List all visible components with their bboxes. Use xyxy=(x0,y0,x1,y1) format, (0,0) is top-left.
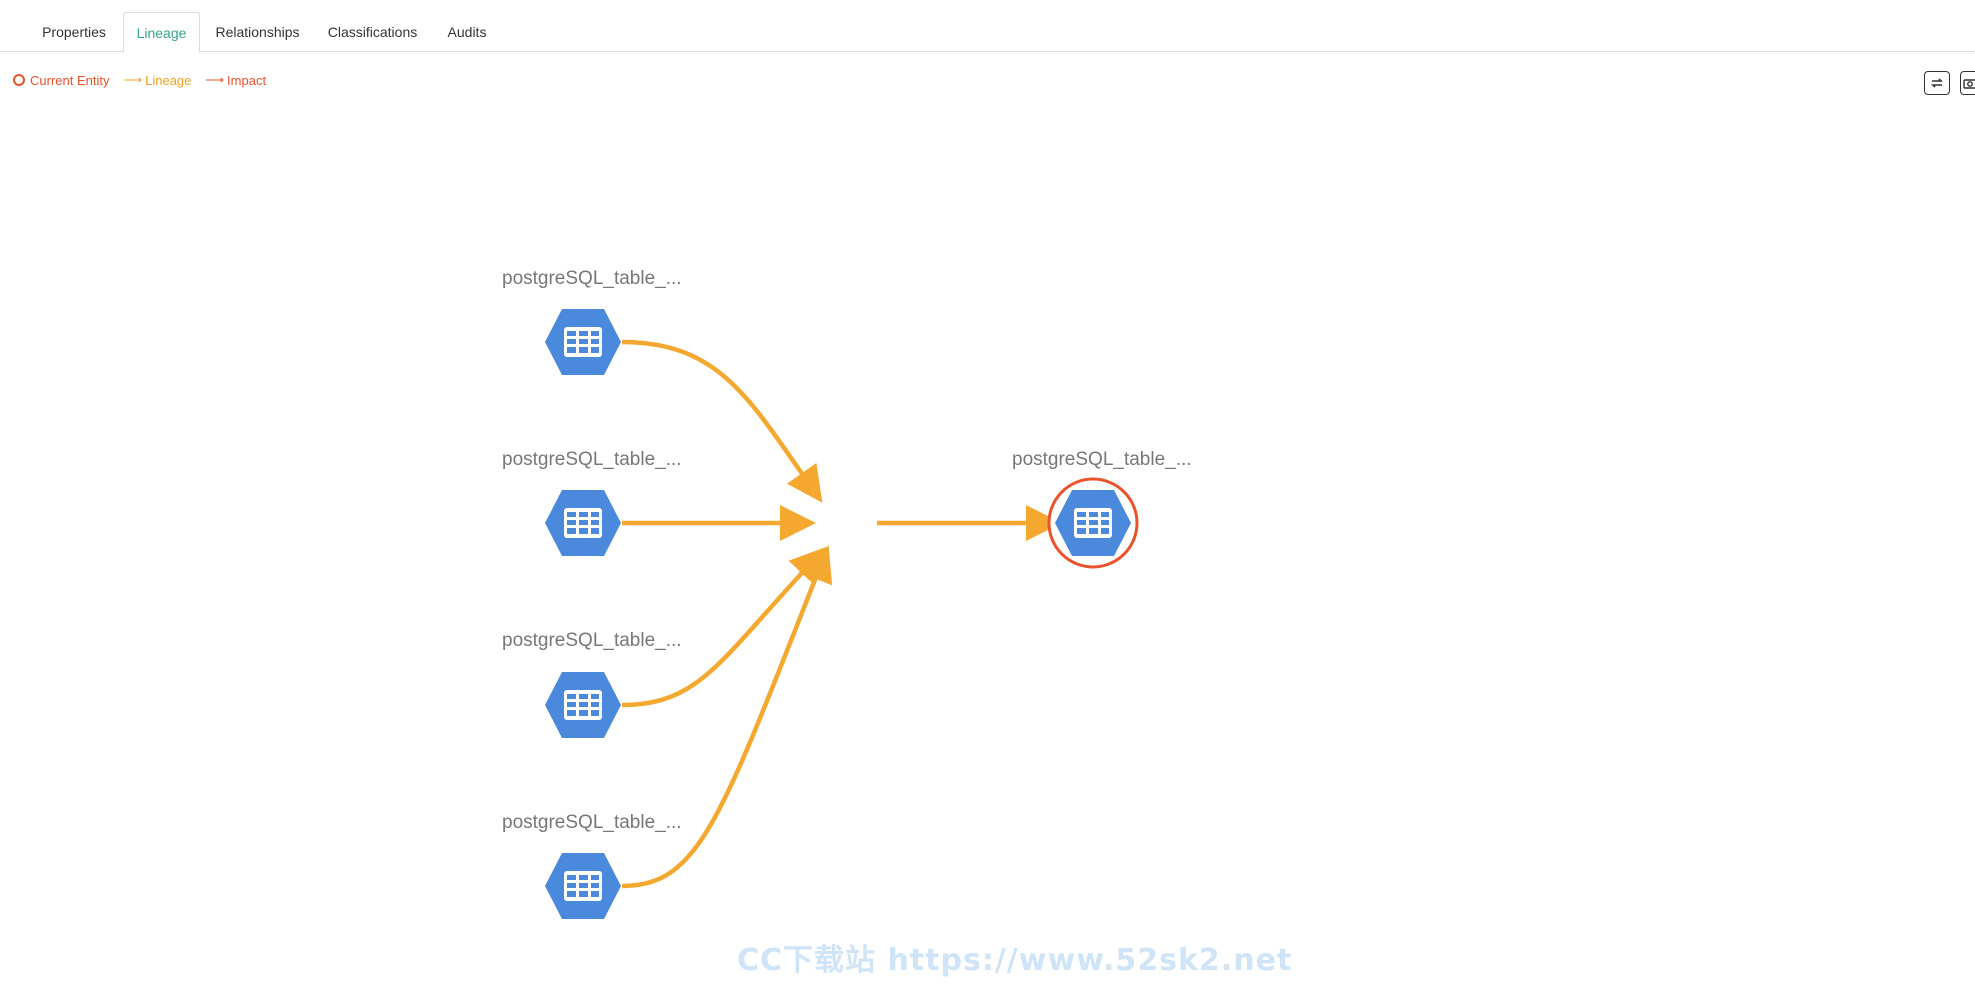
lineage-edge xyxy=(621,339,823,503)
legend-impact-label: Impact xyxy=(227,72,267,88)
table-icon xyxy=(545,309,621,375)
legend-lineage-label: Lineage xyxy=(145,72,192,88)
node-label: postgreSQL_table_... xyxy=(502,268,682,289)
legend-current-entity-label: Current Entity xyxy=(30,72,110,88)
table-icon xyxy=(545,490,621,556)
lineage-edge xyxy=(621,545,833,889)
lineage-edge xyxy=(621,546,827,708)
legend-current-entity: Current Entity xyxy=(13,73,109,88)
refresh-button[interactable] xyxy=(1924,71,1950,95)
node-label: postgreSQL_table_... xyxy=(502,812,682,833)
legend-impact: ⟶ Impact xyxy=(205,72,266,88)
table-node[interactable]: postgreSQL_table_... xyxy=(502,268,682,375)
arrow-right-icon: ⟶ xyxy=(123,72,143,87)
current-entity-node[interactable]: postgreSQL_table_... xyxy=(1012,449,1192,569)
node-label: postgreSQL_table_... xyxy=(502,449,682,470)
circle-icon xyxy=(13,74,25,86)
refresh-icon xyxy=(1931,78,1943,88)
table-node[interactable]: postgreSQL_table_... xyxy=(502,449,682,556)
camera-icon xyxy=(1963,79,1975,89)
legend-lineage: ⟶ Lineage xyxy=(123,72,191,88)
watermark: CC下载站 https://www.52sk2.net xyxy=(737,943,1293,978)
export-image-button[interactable] xyxy=(1960,71,1975,95)
tab-classifications[interactable]: Classifications xyxy=(327,24,418,40)
node-label: postgreSQL_table_... xyxy=(1012,449,1192,470)
arrow-right-icon: ⟶ xyxy=(205,72,225,87)
tab-properties[interactable]: Properties xyxy=(42,24,106,40)
table-node[interactable]: postgreSQL_table_... xyxy=(502,812,682,919)
table-node[interactable]: postgreSQL_table_... xyxy=(502,630,682,738)
tab-lineage[interactable]: Lineage xyxy=(123,12,200,53)
table-icon xyxy=(545,853,621,919)
table-icon xyxy=(545,672,621,738)
node-label: postgreSQL_table_... xyxy=(502,630,682,651)
tab-audits[interactable]: Audits xyxy=(447,24,487,40)
tab-relationships[interactable]: Relationships xyxy=(215,24,300,40)
tab-bar: Properties Lineage Relationships Classif… xyxy=(0,0,1975,53)
lineage-legend: Current Entity ⟶ Lineage ⟶ Impact xyxy=(13,71,280,89)
